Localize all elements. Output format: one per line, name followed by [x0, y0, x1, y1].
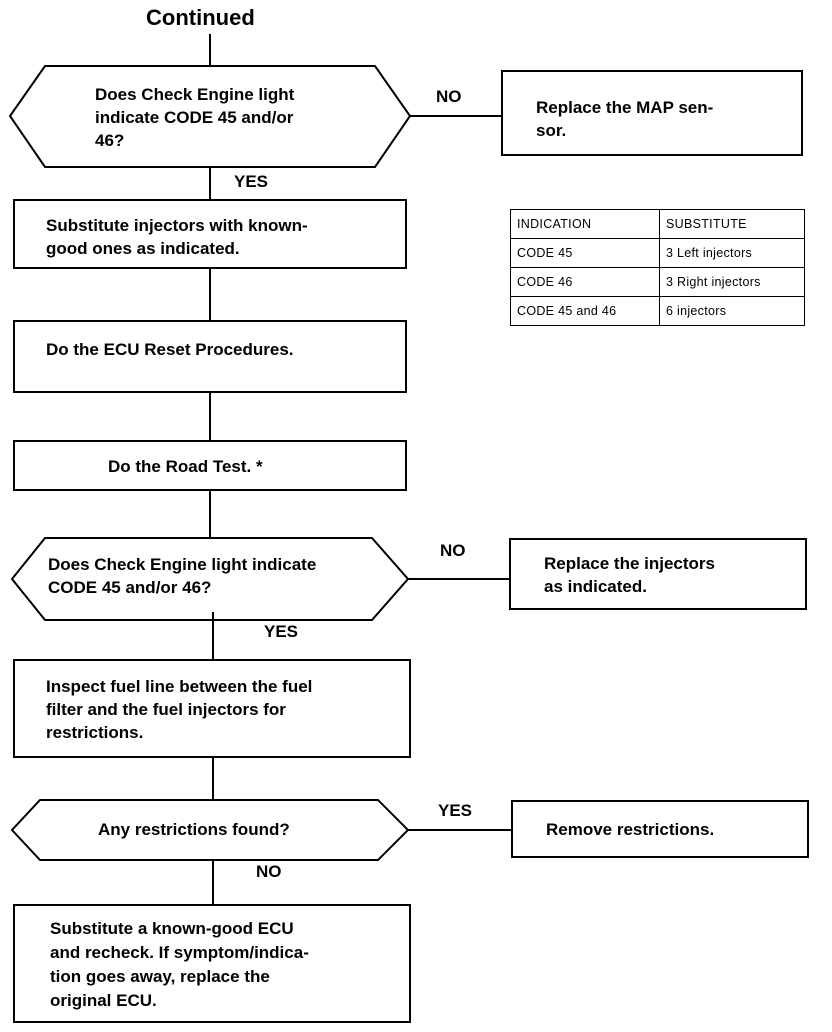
replace-injectors-line: Replace the injectors: [544, 554, 716, 573]
substitute-injectors-text: Substitute injectors with known- good on…: [46, 214, 308, 260]
replace-map-text: Replace the MAP sen- sor.: [536, 96, 713, 142]
ecu-reset-text: Do the ECU Reset Procedures.: [46, 340, 294, 359]
decision-1-shape: [8, 65, 412, 168]
edge-label-d1-yes: YES: [234, 172, 269, 191]
substitute-ecu-line: original ECU.: [50, 991, 157, 1010]
box-ecu-reset-shape: [13, 320, 407, 393]
table-cell: CODE 45 and 46: [510, 296, 660, 326]
edge-label-d2-no: NO: [440, 541, 466, 560]
box-road-test-shape: [13, 440, 407, 491]
edge-label-d1-no: NO: [436, 87, 462, 106]
edge-label-d2-yes: YES: [264, 622, 299, 641]
page-title: Continued: [146, 5, 255, 30]
substitute-ecu-line: Substitute a known-good ECU: [50, 919, 294, 938]
replace-map-line: sor.: [536, 121, 567, 140]
decision-3-text: Any restrictions found?: [98, 820, 290, 839]
substitute-injectors-line: Substitute injectors with known-: [46, 216, 308, 235]
decision-2-text: Does Check Engine light indicate CODE 45…: [48, 553, 316, 599]
table-header-cell: INDICATION: [510, 209, 660, 239]
inspect-fuel-line-line: filter and the fuel injectors for: [46, 700, 286, 719]
inspect-fuel-line-line: Inspect fuel line between the fuel: [46, 677, 313, 696]
inspect-fuel-line-line: restrictions.: [46, 723, 144, 742]
decision-3-shape: [10, 799, 410, 861]
table-cell: CODE 46: [510, 267, 660, 297]
remove-restrictions-text: Remove restrictions.: [546, 820, 715, 839]
table-row: CODE 46 3 Right injectors: [510, 267, 805, 297]
road-test-text: Do the Road Test. *: [108, 457, 263, 476]
edge-label-d3-yes: YES: [438, 801, 473, 820]
decision-1-line: Does Check Engine light: [95, 85, 295, 104]
decision-1-line: indicate CODE 45 and/or: [95, 108, 294, 127]
decision-1-line: 46?: [95, 131, 125, 150]
table-header-cell: SUBSTITUTE: [659, 209, 805, 239]
substitute-injectors-line: good ones as indicated.: [46, 239, 240, 258]
box-inspect-fuel-line-shape: [13, 659, 411, 758]
table-cell: CODE 45: [510, 238, 660, 268]
table-row: CODE 45 and 46 6 injectors: [510, 296, 805, 326]
inspect-fuel-line-text: Inspect fuel line between the fuel filte…: [46, 675, 312, 744]
table-cell: 6 injectors: [659, 296, 805, 326]
box-substitute-injectors-shape: [13, 199, 407, 269]
table-cell: 3 Right injectors: [659, 267, 805, 297]
substitute-ecu-line: tion goes away, replace the: [50, 967, 270, 986]
replace-map-line: Replace the MAP sen-: [536, 98, 714, 117]
replace-injectors-line: as indicated.: [544, 577, 647, 596]
box-replace-injectors-shape: [509, 538, 807, 610]
replace-injectors-text: Replace the injectors as indicated.: [544, 552, 715, 598]
substitute-ecu-line: and recheck. If symptom/indica-: [50, 943, 309, 962]
substitution-table: INDICATION SUBSTITUTE CODE 45 3 Left inj…: [510, 209, 805, 326]
table-header-row: INDICATION SUBSTITUTE: [510, 209, 805, 239]
substitute-ecu-text: Substitute a known-good ECU and recheck.…: [50, 917, 380, 1013]
decision-2-line: Does Check Engine light indicate: [48, 555, 317, 574]
decision-2-shape: [10, 537, 410, 621]
edge-label-d3-no: NO: [256, 862, 282, 881]
table-cell: 3 Left injectors: [659, 238, 805, 268]
decision-1-text: Does Check Engine light indicate CODE 45…: [95, 83, 294, 152]
box-remove-restrictions-shape: [511, 800, 809, 858]
box-substitute-ecu-shape: [13, 904, 411, 1023]
box-replace-map-shape: [501, 70, 803, 156]
table-row: CODE 45 3 Left injectors: [510, 238, 805, 268]
decision-2-line: CODE 45 and/or 46?: [48, 578, 212, 597]
